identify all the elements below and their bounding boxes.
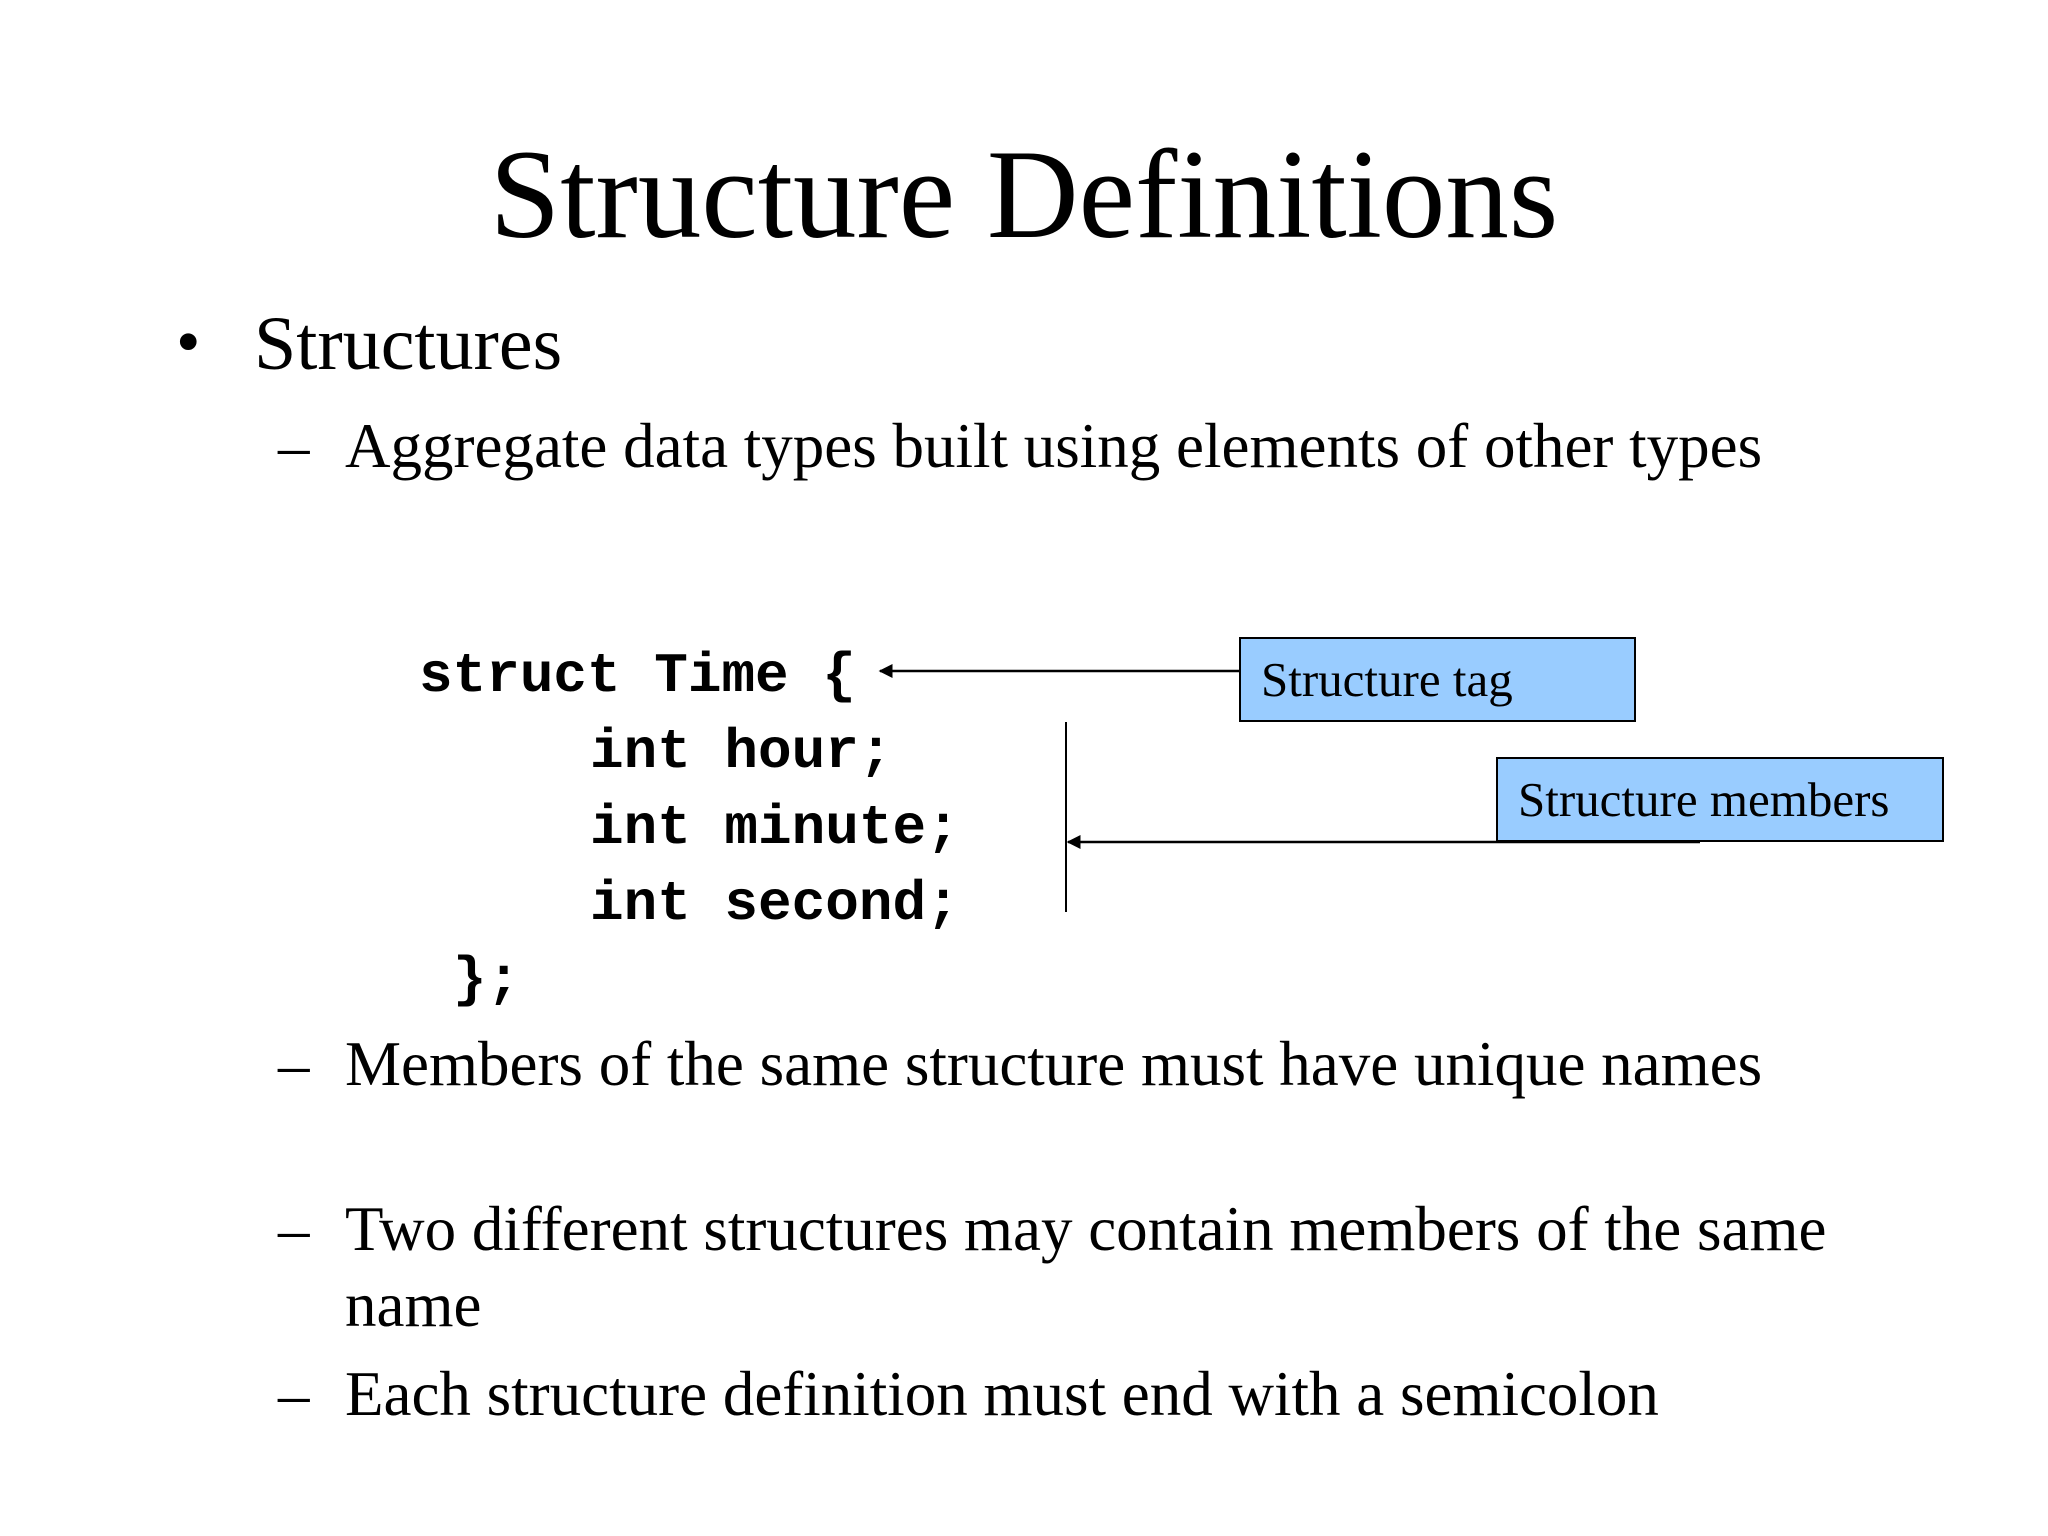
- code-line-struct-time: struct Time {: [419, 644, 856, 708]
- sub-point-marker: –: [278, 411, 310, 481]
- sub-point-marker: –: [278, 1194, 310, 1264]
- bullet-structures: Structures: [254, 302, 563, 386]
- sub-point-same-name: Two different structures may contain mem…: [345, 1194, 1827, 1340]
- callout-structure-members: Structure members: [1496, 757, 1944, 842]
- callout-structure-tag: Structure tag: [1239, 637, 1636, 722]
- callout-structure-tag-label: Structure tag: [1261, 652, 1513, 707]
- sub-point-aggregate: Aggregate data types built using element…: [345, 411, 1763, 481]
- sub-point-marker: –: [278, 1029, 310, 1099]
- code-line-closing-brace: };: [453, 948, 521, 1012]
- sub-point-unique-names: Members of the same structure must have …: [345, 1029, 1763, 1099]
- bullet-marker: •: [176, 304, 201, 381]
- sub-point-marker: –: [278, 1359, 310, 1429]
- code-line-second: int second;: [590, 872, 960, 936]
- sub-point-semicolon: Each structure definition must end with …: [345, 1359, 1659, 1429]
- callout-structure-members-label: Structure members: [1518, 772, 1890, 827]
- code-line-minute: int minute;: [590, 796, 960, 860]
- slide-title: Structure Definitions: [489, 125, 1559, 265]
- code-line-hour: int hour;: [590, 720, 893, 784]
